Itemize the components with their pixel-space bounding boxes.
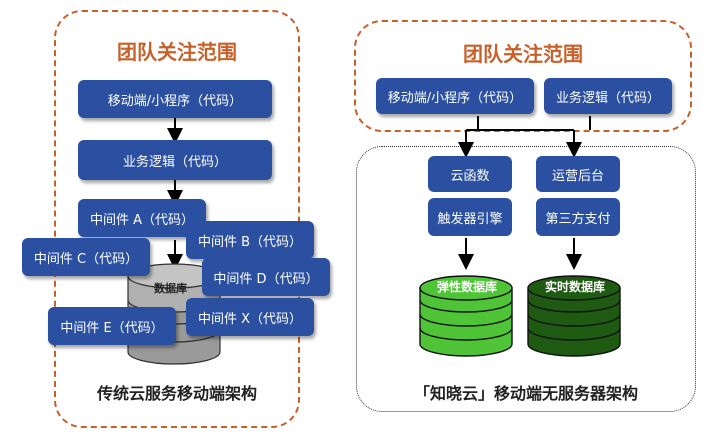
realtime-database-cylinder <box>527 275 621 357</box>
elastic-database-label: 弹性数据库 <box>436 280 497 294</box>
third-party-pay-box: 第三方支付 <box>536 198 620 236</box>
right-serverless-frame <box>356 146 696 412</box>
middleware-c-box: 中间件 C（代码） <box>22 238 150 276</box>
middleware-a-box: 中间件 A（代码） <box>78 199 206 237</box>
left-focus-frame <box>54 10 300 428</box>
right-caption: 「知晓云」移动端无服务器架构 <box>413 384 638 403</box>
trigger-engine-box: 触发器引擎 <box>428 198 512 236</box>
right-logic-box: 业务逻辑（代码） <box>544 78 672 114</box>
middleware-e-box: 中间件 E（代码） <box>48 307 176 345</box>
right-focus-title: 团队关注范围 <box>463 42 583 66</box>
legacy-database-label: 数据库 <box>154 282 187 295</box>
middleware-x-box: 中间件 X（代码） <box>186 298 314 336</box>
elastic-database-cylinder <box>419 275 513 357</box>
middleware-b-box: 中间件 B（代码） <box>186 221 314 259</box>
left-focus-title: 团队关注范围 <box>117 40 237 64</box>
left-client-box: 移动端/小程序（代码） <box>78 80 272 118</box>
middleware-d-box: 中间件 D（代码） <box>202 258 330 296</box>
left-caption: 传统云服务移动端架构 <box>96 384 257 403</box>
right-connectors <box>458 116 591 270</box>
left-logic-box: 业务逻辑（代码） <box>78 140 272 180</box>
realtime-database-label: 实时数据库 <box>544 280 605 294</box>
cloud-function-box: 云函数 <box>428 156 512 192</box>
ops-backend-box: 运营后台 <box>536 156 620 192</box>
right-client-box: 移动端/小程序（代码） <box>376 78 534 114</box>
